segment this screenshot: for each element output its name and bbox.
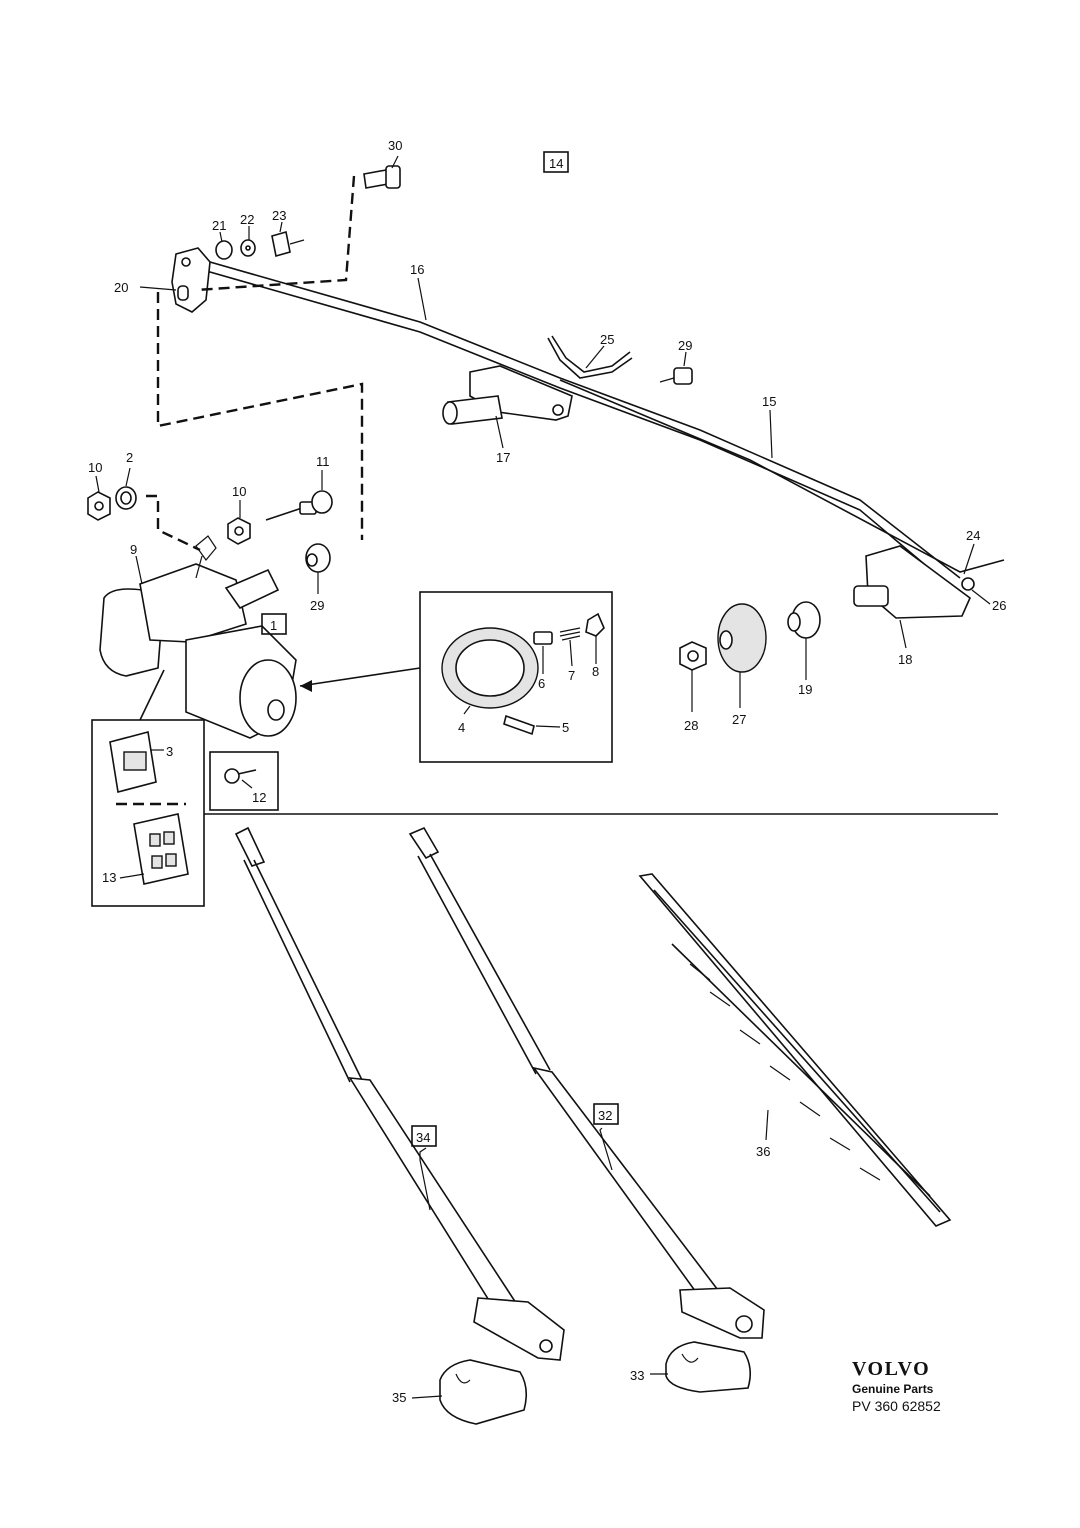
label-32: 32 [598, 1108, 612, 1123]
label-25: 25 [600, 332, 614, 347]
brush-6 [533, 631, 553, 645]
clip-23 [271, 230, 305, 258]
cover-27 [717, 603, 767, 673]
label-15: 15 [762, 394, 776, 409]
label-29-upper: 29 [678, 338, 692, 353]
nut-10-left [87, 491, 111, 521]
label-box-14 [543, 151, 569, 173]
label-18: 18 [898, 652, 912, 667]
clip-8 [585, 612, 605, 637]
label-13: 13 [102, 870, 116, 885]
label-29-lower: 29 [310, 598, 324, 613]
label-36: 36 [756, 1144, 770, 1159]
label-12: 12 [252, 790, 266, 805]
label-35: 35 [392, 1390, 406, 1405]
label-21: 21 [212, 218, 226, 233]
washer-19 [787, 601, 821, 639]
label-19: 19 [798, 682, 812, 697]
cap-35 [439, 1359, 528, 1425]
nut-28 [679, 641, 707, 671]
wiper-arm-34 [234, 826, 565, 1361]
label-box-34 [411, 1125, 437, 1147]
washer-22 [240, 239, 256, 257]
guide-line-motor [146, 494, 201, 552]
label-24: 24 [966, 528, 980, 543]
brand-subtitle: Genuine Parts [852, 1382, 934, 1396]
label-box-32 [593, 1103, 619, 1125]
inset-brush-box [419, 591, 613, 763]
pivot-bearing-18 [853, 545, 975, 619]
label-10-left: 10 [88, 460, 102, 475]
label-14: 14 [549, 156, 563, 171]
brush-pin-5 [503, 714, 535, 736]
label-2: 2 [126, 450, 133, 465]
inset-connector-box [91, 719, 205, 907]
label-9: 9 [130, 542, 137, 557]
label-4: 4 [458, 720, 465, 735]
brush-holder-4 [441, 627, 539, 709]
label-7: 7 [568, 668, 575, 683]
wiper-arm-32 [408, 826, 765, 1339]
label-8: 8 [592, 664, 599, 679]
screw-29-upper [659, 367, 693, 385]
label-3: 3 [166, 744, 173, 759]
bushing-21 [215, 240, 233, 260]
guide-line-loop [156, 292, 364, 540]
label-5: 5 [562, 720, 569, 735]
leader-lines [95, 155, 991, 1399]
pivot-bearing-17 [442, 365, 573, 425]
clip-25 [547, 335, 633, 379]
linkage-rod-15 [559, 379, 1005, 573]
label-10-mid: 10 [232, 484, 246, 499]
label-26: 26 [992, 598, 1006, 613]
label-27: 27 [732, 712, 746, 727]
label-box-1 [261, 613, 287, 635]
wiper-blade-36 [638, 873, 952, 1227]
connector-pointer [139, 669, 165, 721]
reference-code: PV 360 62852 [852, 1398, 941, 1414]
label-17: 17 [496, 450, 510, 465]
inset-pointer-arrow [299, 667, 421, 687]
label-28: 28 [684, 718, 698, 733]
bolt-11 [265, 490, 333, 521]
bushing-2 [115, 486, 137, 510]
brand-logo: VOLVO [852, 1358, 931, 1380]
spring-7 [559, 627, 581, 641]
nut-10-mid [227, 517, 251, 545]
label-30: 30 [388, 138, 402, 153]
arrowhead [300, 680, 312, 692]
screw-30 [363, 165, 401, 189]
label-11: 11 [316, 454, 330, 469]
label-22: 22 [240, 212, 254, 227]
wiper-motor-assembly [99, 535, 297, 739]
cap-33 [665, 1341, 752, 1393]
guide-line-30 [195, 175, 356, 292]
connector-13 [133, 813, 189, 885]
label-16: 16 [410, 262, 424, 277]
label-23: 23 [272, 208, 286, 223]
label-20: 20 [114, 280, 128, 295]
bushing-29-lower [305, 543, 331, 573]
inset-screw-box [209, 751, 279, 811]
pivot-plate-20 [171, 247, 211, 313]
label-33: 33 [630, 1368, 644, 1383]
label-34: 34 [416, 1130, 430, 1145]
label-6: 6 [538, 676, 545, 691]
screw-12 [224, 768, 257, 784]
brand-footer: VOLVO Genuine Parts PV 360 62852 [852, 1358, 941, 1414]
linkage-rod-16 [195, 257, 961, 591]
connector-3 [109, 731, 157, 793]
label-1: 1 [270, 618, 277, 633]
